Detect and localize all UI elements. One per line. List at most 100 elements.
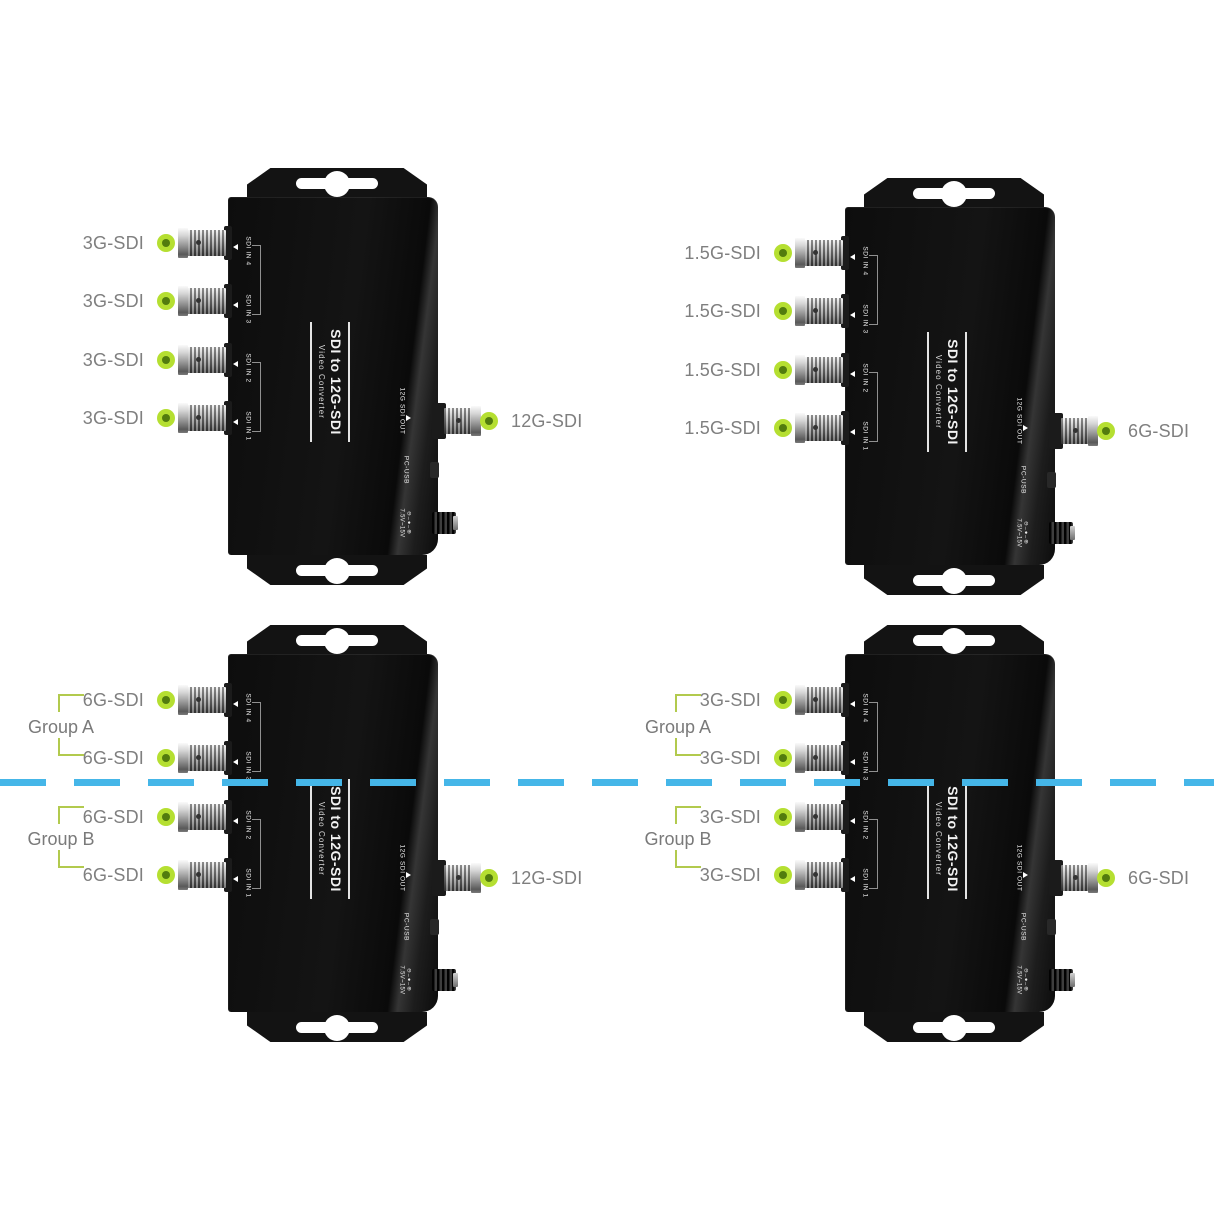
input-callout-4: 1.5G-SDI — [667, 235, 792, 271]
bnc-connector-input-2 — [795, 352, 849, 388]
bnc-hole — [813, 814, 818, 819]
mounting-hole — [941, 1014, 967, 1041]
port-arrow-icon — [1023, 425, 1028, 431]
green-dot-core — [162, 414, 170, 422]
bnc-connector-input-1 — [178, 857, 232, 893]
bnc-connector-input-1 — [178, 400, 232, 436]
device-body: SDI to 12G-SDI Video Converter SDI IN 4 … — [228, 197, 439, 555]
device-quadrant-top-left: SDI to 12G-SDI Video Converter SDI IN 4 … — [80, 160, 582, 596]
usb-port — [430, 919, 439, 935]
port-arrow-icon — [850, 759, 855, 765]
bnc-tip — [178, 228, 188, 258]
bnc-hole — [456, 418, 461, 423]
green-dot-core — [779, 249, 787, 257]
input-callout-1: 3G-SDI — [50, 400, 175, 436]
bnc-barrel — [186, 862, 226, 888]
green-dot-icon — [774, 419, 792, 437]
port-label-sdi-in-4: SDI IN 4 — [244, 236, 252, 266]
bnc-base — [841, 294, 849, 328]
bnc-base — [841, 683, 849, 717]
output-signal-label: 12G-SDI — [511, 410, 583, 431]
bnc-base — [224, 683, 232, 717]
bnc-tip — [795, 860, 805, 890]
port-label-sdi-in-2: SDI IN 2 — [244, 810, 252, 840]
green-dot-icon — [157, 866, 175, 884]
input-signal-label: 1.5G-SDI — [684, 300, 761, 321]
port-label-pc-usb: PC-USB — [1019, 912, 1027, 942]
device-title-block: SDI to 12G-SDI Video Converter — [927, 779, 967, 899]
bnc-base — [841, 236, 849, 270]
mounting-flange-bottom — [864, 1012, 1044, 1042]
input-callout-3: 1.5G-SDI — [667, 293, 792, 329]
input-callout-1: 6G-SDI — [50, 857, 175, 893]
port-arrow-icon — [850, 429, 855, 435]
input-signal-label: 3G-SDI — [699, 806, 761, 827]
bnc-barrel — [803, 357, 843, 383]
input-callout-2: 1.5G-SDI — [667, 352, 792, 388]
port-arrow-icon — [850, 701, 855, 707]
input-pair-bracket — [869, 255, 878, 325]
input-pair-bracket — [869, 702, 878, 772]
bnc-base — [841, 858, 849, 892]
output-signal-label: 12G-SDI — [511, 867, 583, 888]
input-pair-bracket — [252, 362, 261, 432]
mounting-hole — [324, 170, 350, 197]
port-arrow-icon — [233, 419, 238, 425]
input-pair-bracket — [252, 702, 261, 772]
green-dot-core — [162, 813, 170, 821]
bnc-base — [224, 284, 232, 318]
port-label-sdi-in-4: SDI IN 4 — [244, 693, 252, 723]
input-callout-2: 6G-SDI — [50, 799, 175, 835]
input-signal-label: 3G-SDI — [699, 747, 761, 768]
input-callout-3: 3G-SDI — [50, 283, 175, 319]
bnc-hole — [456, 875, 461, 880]
power-polarity-icon: ⊖–●–⊕ — [405, 968, 412, 992]
green-dot-icon — [774, 866, 792, 884]
input-callout-2: 3G-SDI — [667, 799, 792, 835]
power-jack — [1049, 522, 1075, 544]
power-jack — [432, 512, 458, 534]
bnc-barrel — [186, 745, 226, 771]
bnc-barrel — [803, 745, 843, 771]
green-dot-icon — [774, 302, 792, 320]
port-label-pc-usb: PC-USB — [402, 455, 410, 485]
bnc-base — [841, 800, 849, 834]
bnc-tip — [178, 685, 188, 715]
output-callout: 6G-SDI — [1097, 860, 1189, 896]
bnc-base — [224, 401, 232, 435]
output-signal-label: 6G-SDI — [1128, 420, 1190, 441]
bnc-barrel — [186, 804, 226, 830]
port-arrow-icon — [850, 371, 855, 377]
power-voltage-label: 7.5V~15V — [398, 965, 405, 995]
input-callout-1: 3G-SDI — [667, 857, 792, 893]
port-arrow-icon — [233, 818, 238, 824]
mounting-flange-top — [247, 625, 427, 655]
video-converter-device: SDI to 12G-SDI Video Converter SDI IN 4 … — [684, 170, 1197, 606]
device-subtitle: Video Converter — [934, 801, 943, 877]
input-signal-label: 6G-SDI — [82, 864, 144, 885]
power-voltage-label: 7.5V~15V — [1015, 518, 1022, 548]
bnc-base — [224, 800, 232, 834]
group-a-label: Group A — [644, 717, 712, 737]
device-quadrant-top-right: SDI to 12G-SDI Video Converter SDI IN 4 … — [684, 170, 1197, 606]
video-converter-device: SDI to 12G-SDI Video Converter SDI IN 4 … — [697, 617, 1197, 1053]
port-arrow-icon — [850, 876, 855, 882]
bnc-base — [224, 343, 232, 377]
bnc-connector-output — [1049, 413, 1099, 449]
output-callout: 12G-SDI — [480, 403, 582, 439]
mounting-hole — [941, 180, 967, 207]
bnc-base — [1049, 413, 1063, 449]
input-signal-label: 6G-SDI — [82, 806, 144, 827]
port-label-sdi-in-3: SDI IN 3 — [244, 294, 252, 324]
green-dot-core — [162, 754, 170, 762]
bnc-connector-output — [1049, 860, 1099, 896]
port-arrow-icon — [233, 701, 238, 707]
green-dot-core — [162, 239, 170, 247]
power-label-block: ⊖–●–⊕ 7.5V~15V — [1016, 519, 1029, 548]
input-callout-4: 6G-SDI — [50, 682, 175, 718]
bnc-base — [841, 411, 849, 445]
input-signal-label: 3G-SDI — [82, 232, 144, 253]
bnc-connector-input-4 — [795, 235, 849, 271]
bnc-tip — [178, 802, 188, 832]
port-label-pc-usb: PC-USB — [402, 912, 410, 942]
